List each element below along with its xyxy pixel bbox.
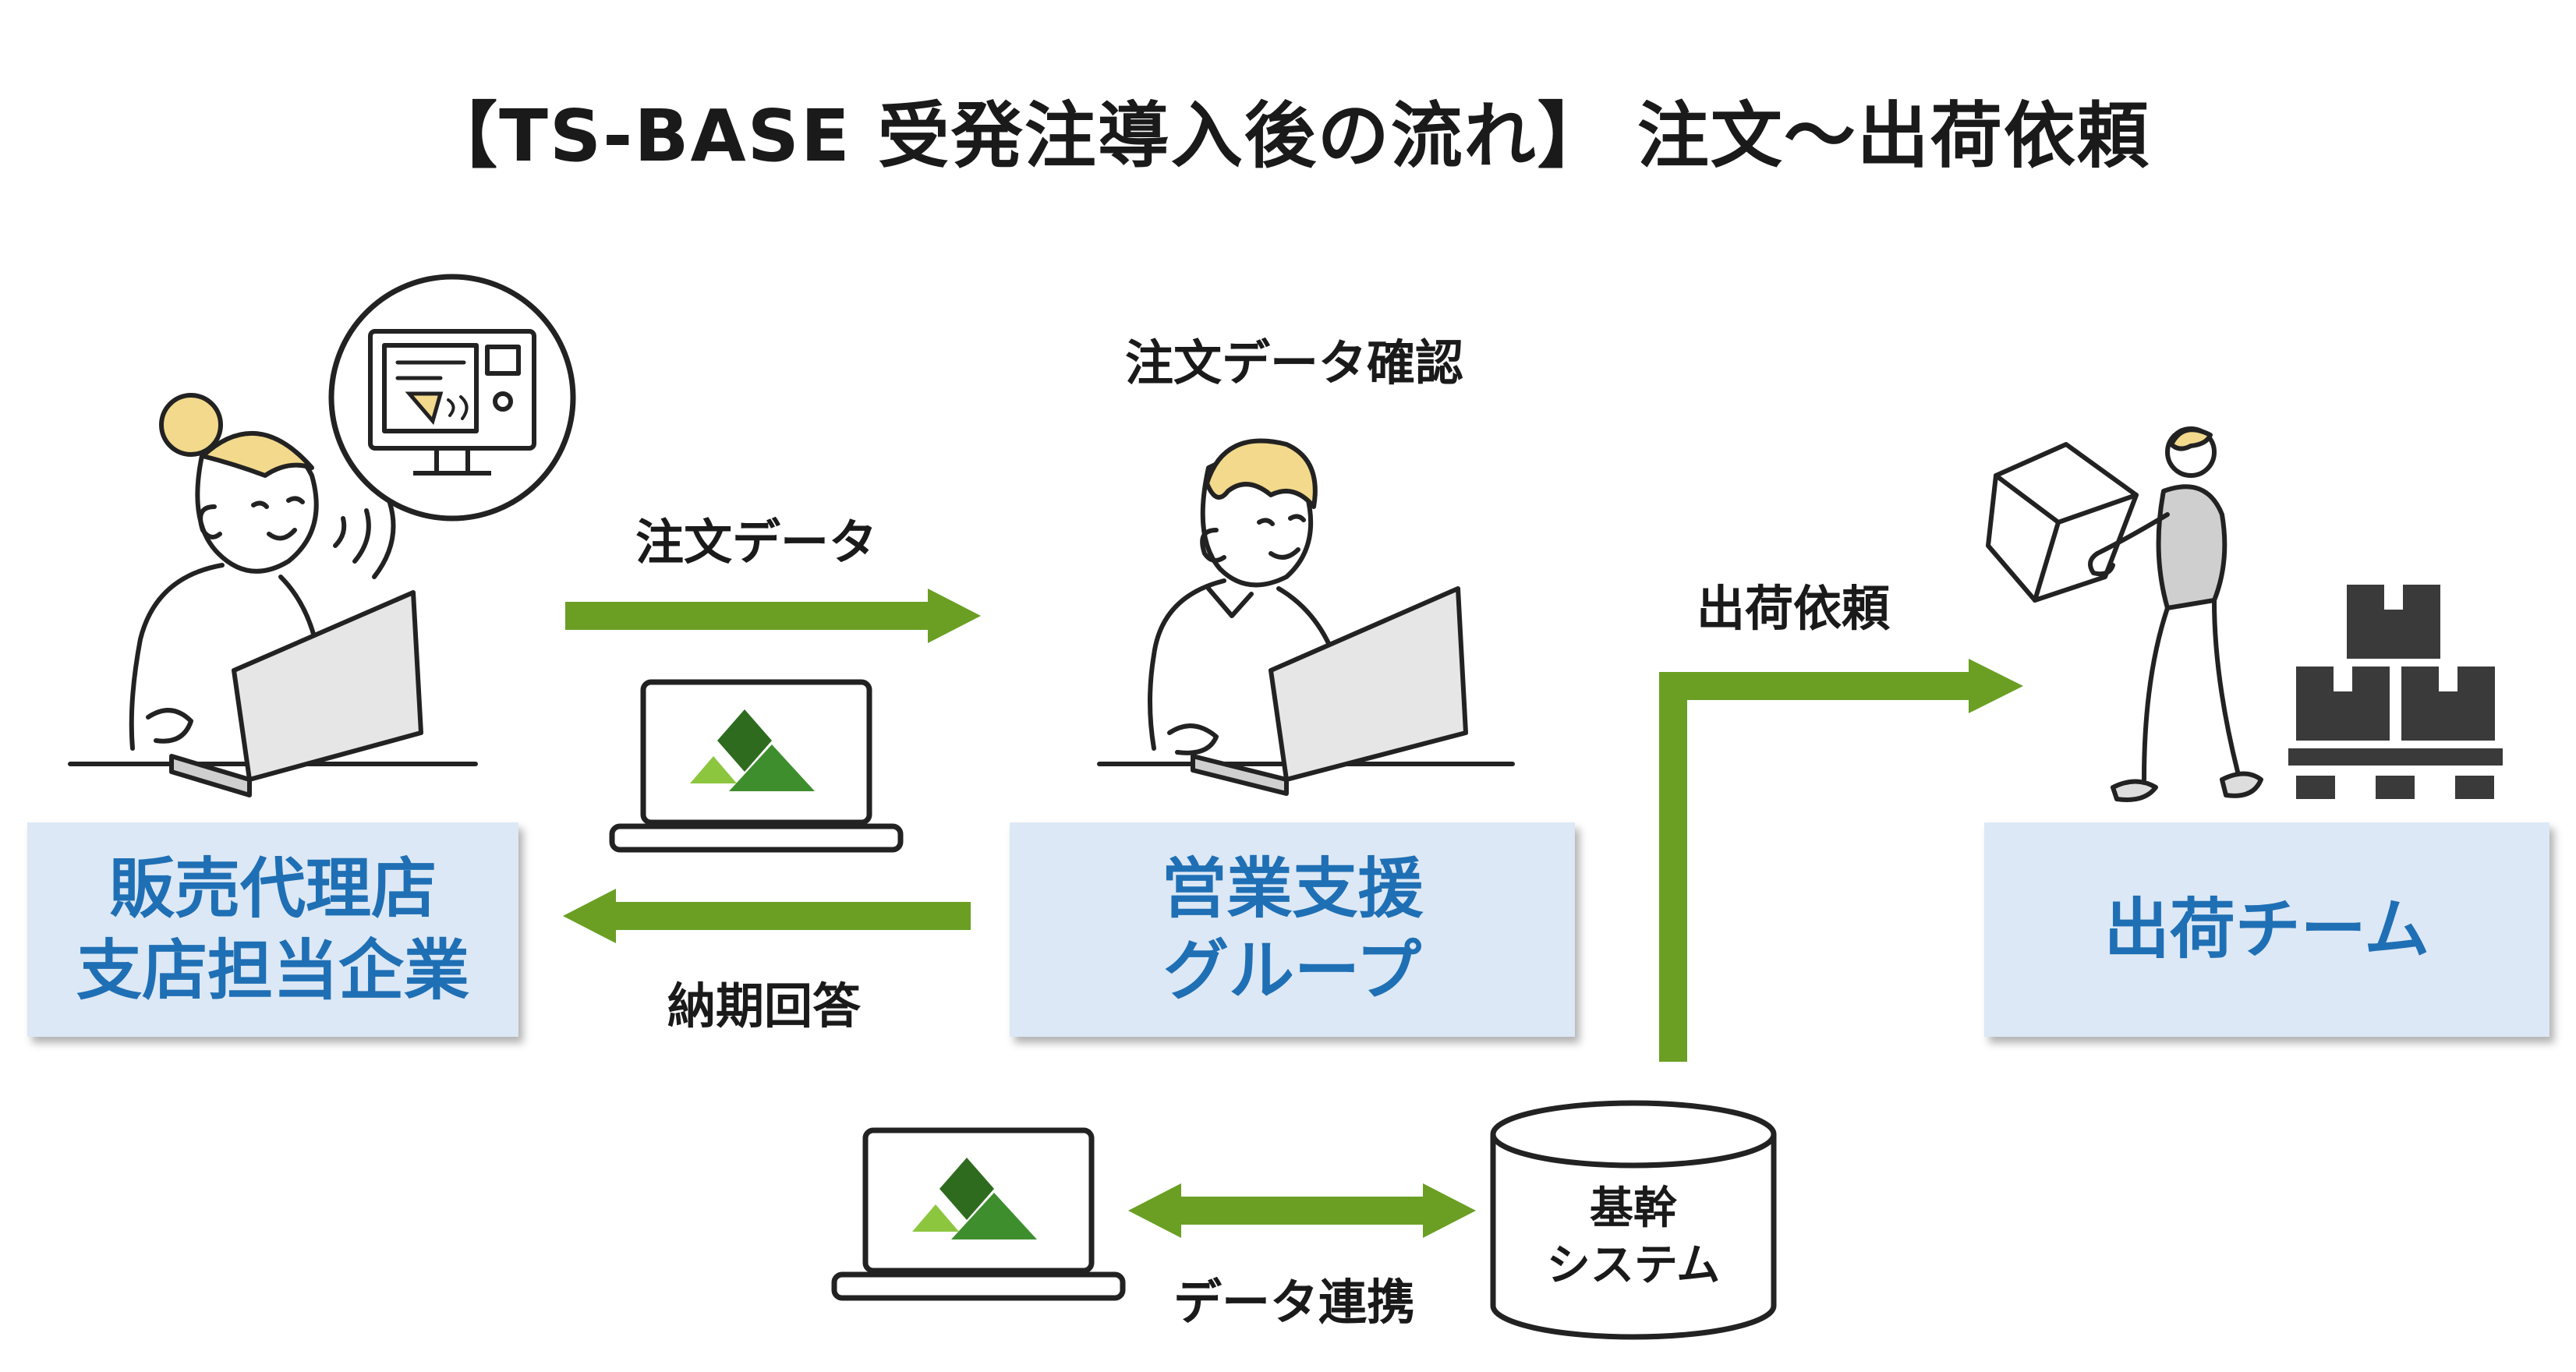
dealer-person-illustration (68, 393, 478, 797)
shipping-team-label: 出荷チーム (2104, 891, 2430, 967)
shipping-request-arrow-head (1969, 659, 2023, 713)
core-system-label: 基幹 システム (1546, 1183, 1721, 1291)
sales-support-label: 営業支援 グループ (1161, 850, 1424, 1009)
ts-base-laptop-icon (609, 679, 904, 853)
shipping-worker-illustration (1986, 426, 2263, 802)
shipping-request-arrow-horizontal (1659, 672, 1971, 700)
order-data-arrow-shaft (565, 602, 932, 630)
order-data-arrow-head (928, 589, 981, 643)
order-data-label: 注文データ (635, 514, 877, 571)
order-check-label: 注文データ確認 (1124, 334, 1463, 391)
delivery-reply-arrow-shaft (612, 902, 971, 930)
shipping-request-label: 出荷依頼 (1696, 580, 1890, 637)
page-title: 【TS-BASE 受発注導入後の流れ】 注文～出荷依頼 (426, 94, 2150, 178)
data-link-arrow-left-head (1128, 1183, 1181, 1238)
sales-person-illustration (1097, 438, 1515, 796)
shipping-request-arrow-vertical (1659, 672, 1687, 1062)
delivery-reply-label: 納期回答 (667, 978, 861, 1034)
dealer-label: 販売代理店 支店担当企業 (76, 850, 469, 1009)
ts-base-laptop-bottom-icon (831, 1127, 1126, 1301)
sales-support-box: 営業支援 グループ (1010, 822, 1575, 1037)
delivery-reply-arrow-head (563, 889, 616, 943)
shipping-team-box: 出荷チーム (1984, 822, 2549, 1037)
dealer-box: 販売代理店 支店担当企業 (27, 822, 518, 1037)
monitor-bubble-icon (328, 274, 576, 522)
core-system-database-icon (1490, 1100, 1777, 1340)
data-link-arrow-shaft (1177, 1197, 1427, 1225)
data-link-arrow-right-head (1423, 1183, 1476, 1238)
pallet-boxes-icon (2288, 585, 2503, 799)
data-link-label: データ連携 (1173, 1274, 1415, 1331)
